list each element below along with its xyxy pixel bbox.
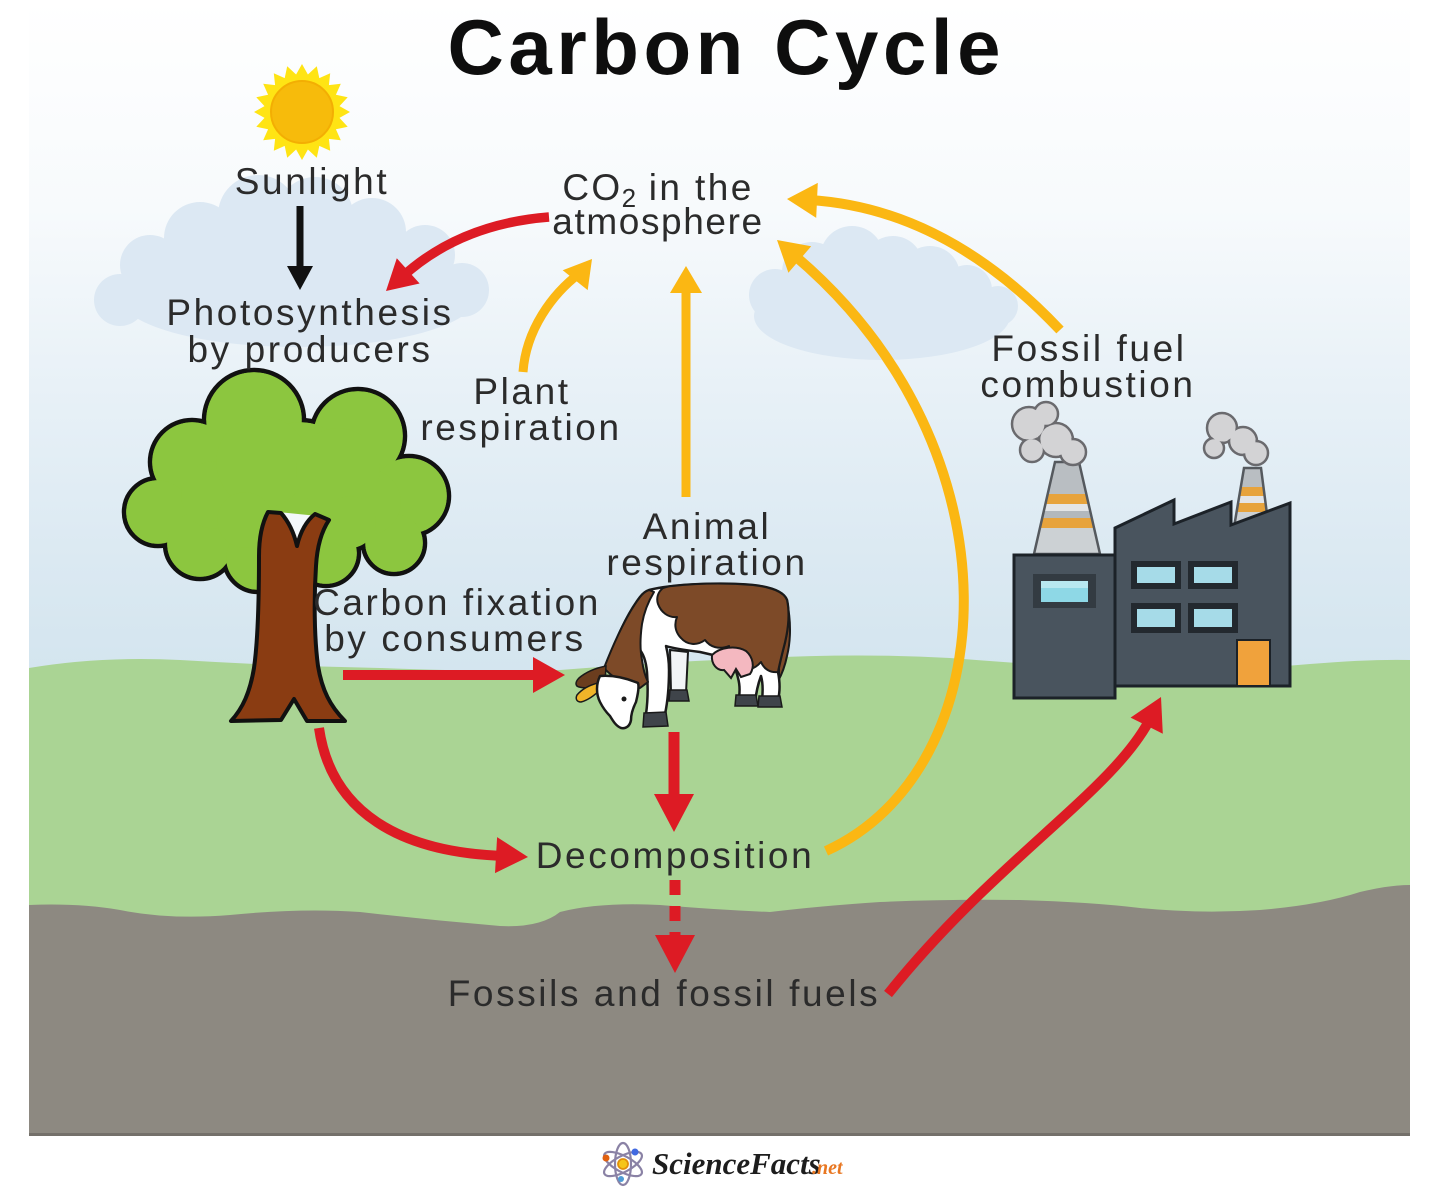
svg-text:.net: .net <box>812 1157 844 1179</box>
svg-text:atmosphere: atmosphere <box>552 201 763 242</box>
svg-text:ScienceFacts: ScienceFacts <box>652 1146 821 1181</box>
svg-text:Carbon Cycle: Carbon Cycle <box>448 3 1001 91</box>
svg-text:Sunlight: Sunlight <box>235 161 390 202</box>
svg-text:Decomposition: Decomposition <box>536 835 815 876</box>
svg-text:respiration: respiration <box>420 407 621 448</box>
svg-text:Carbon fixation: Carbon fixation <box>313 582 601 623</box>
svg-text:Animal: Animal <box>643 506 772 547</box>
svg-text:CO2 in the: CO2 in the <box>562 167 753 213</box>
svg-text:by producers: by producers <box>187 329 432 370</box>
svg-text:Fossil fuel: Fossil fuel <box>991 328 1186 369</box>
svg-text:by consumers: by consumers <box>324 618 586 659</box>
svg-text:Fossils and fossil fuels: Fossils and fossil fuels <box>448 973 881 1014</box>
svg-text:respiration: respiration <box>606 542 807 583</box>
svg-text:combustion: combustion <box>980 364 1195 405</box>
svg-text:Photosynthesis: Photosynthesis <box>166 292 453 333</box>
svg-text:Plant: Plant <box>473 371 570 412</box>
